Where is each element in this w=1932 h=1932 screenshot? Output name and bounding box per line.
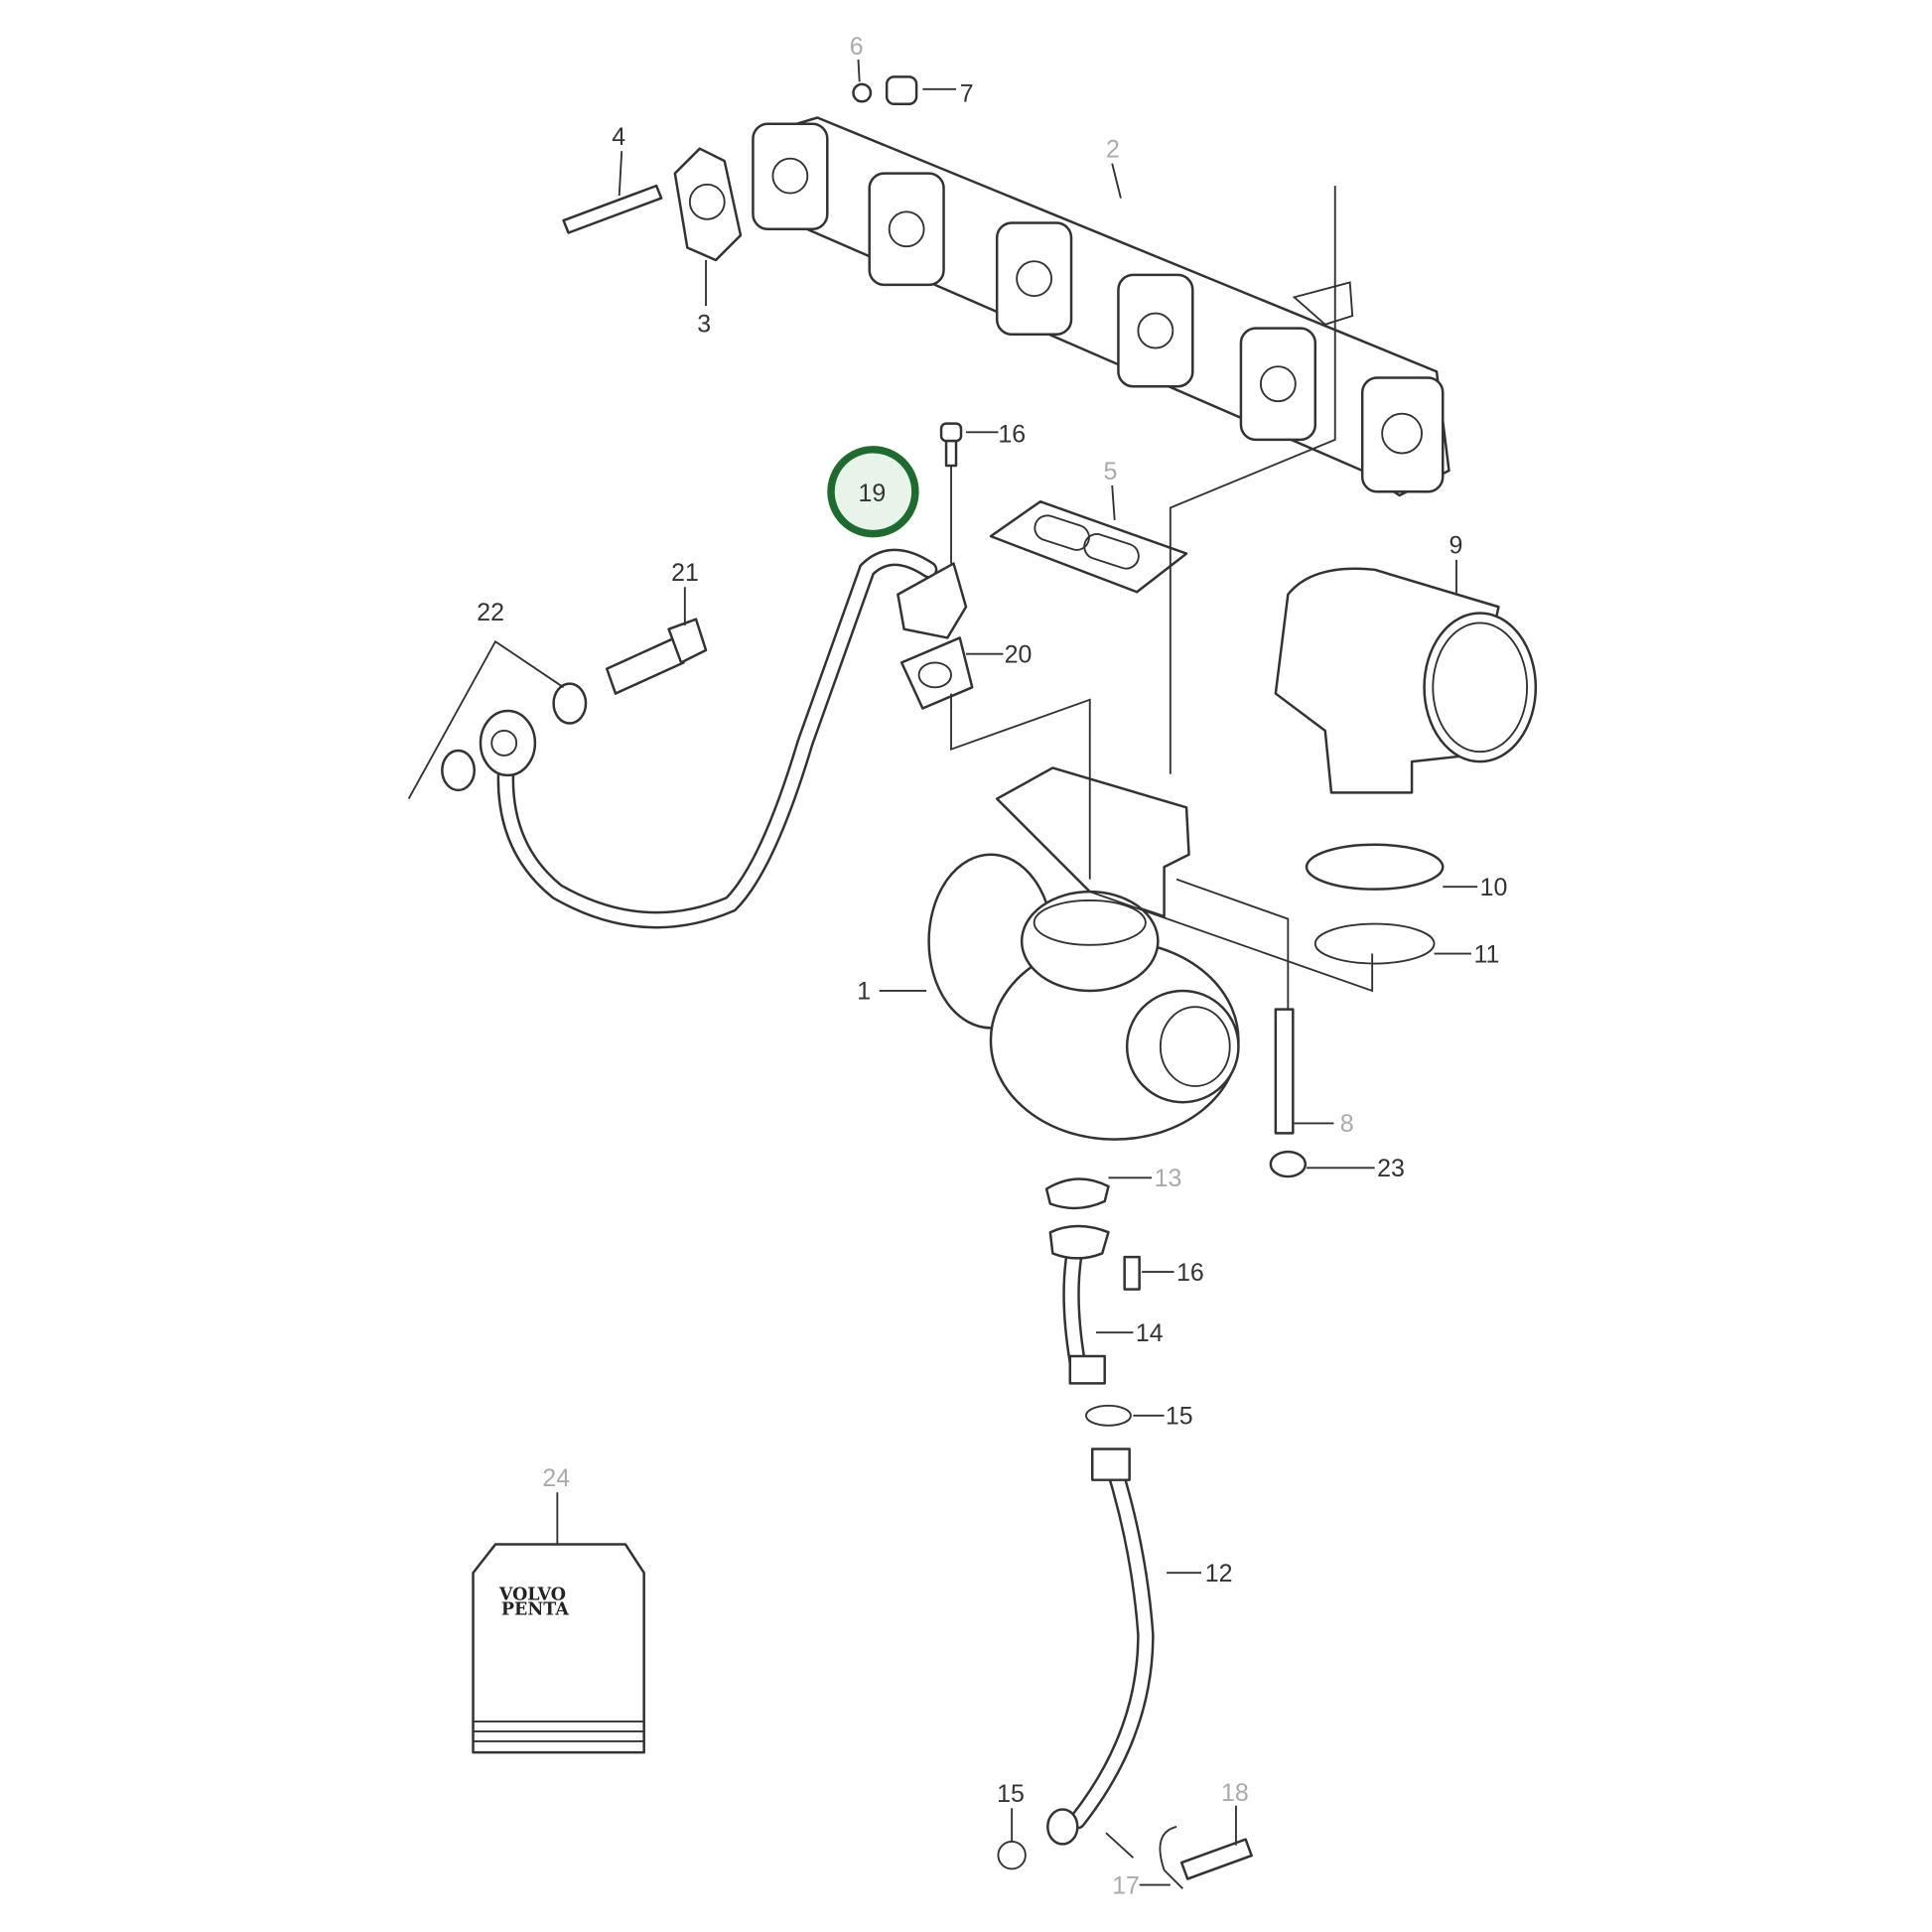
callout-13[interactable]: 13 bbox=[1155, 1165, 1182, 1192]
outlet-elbow-9[interactable] bbox=[1274, 567, 1538, 794]
callout-10[interactable]: 10 bbox=[1480, 874, 1508, 901]
nut-7[interactable] bbox=[885, 75, 918, 106]
volvo-penta-logo: VOLVO bbox=[498, 1586, 566, 1605]
o-ring-15a[interactable] bbox=[1085, 1404, 1132, 1427]
callout-15[interactable]: 15 bbox=[1166, 1403, 1193, 1431]
callout-2[interactable]: 2 bbox=[1106, 135, 1120, 163]
callout-labels: 6 7 4 2 3 16 5 19 21 22 9 20 10 11 1 8 2… bbox=[477, 33, 1507, 1899]
callout-17[interactable]: 17 bbox=[1112, 1871, 1140, 1899]
hose-clamp-10[interactable] bbox=[1305, 843, 1445, 891]
gasket-5[interactable] bbox=[989, 499, 1188, 594]
callout-14[interactable]: 14 bbox=[1136, 1319, 1164, 1347]
clip-17[interactable] bbox=[1159, 1826, 1183, 1890]
callout-8[interactable]: 8 bbox=[1340, 1110, 1354, 1138]
nut-23[interactable] bbox=[1269, 1150, 1308, 1178]
exhaust-manifold[interactable] bbox=[752, 116, 1450, 497]
callout-12[interactable]: 12 bbox=[1205, 1560, 1233, 1587]
o-ring-15b[interactable] bbox=[997, 1841, 1027, 1870]
callout-11[interactable]: 11 bbox=[1473, 940, 1499, 968]
oil-return-pipe-12[interactable] bbox=[1046, 1448, 1155, 1846]
stud-4[interactable] bbox=[562, 184, 663, 234]
callout-4[interactable]: 4 bbox=[612, 123, 625, 151]
callout-16[interactable]: 16 bbox=[998, 420, 1026, 448]
callout-21[interactable]: 21 bbox=[671, 559, 699, 587]
callout-16b[interactable]: 16 bbox=[1176, 1259, 1204, 1287]
bolt-16b[interactable] bbox=[1123, 1255, 1141, 1291]
callout-20[interactable]: 20 bbox=[1005, 640, 1033, 668]
oil-drain-pipe-14[interactable] bbox=[1048, 1224, 1110, 1385]
gasket-20[interactable] bbox=[899, 636, 974, 710]
stud-8[interactable] bbox=[1274, 1008, 1295, 1135]
gasket-3[interactable] bbox=[673, 147, 743, 262]
callout-5[interactable]: 5 bbox=[1103, 458, 1117, 485]
washer-6[interactable] bbox=[852, 82, 873, 103]
o-ring-11[interactable] bbox=[1313, 922, 1436, 965]
highlight-ring-19[interactable] bbox=[827, 446, 919, 538]
callout-7[interactable]: 7 bbox=[960, 79, 974, 107]
gasket-13[interactable] bbox=[1044, 1177, 1110, 1210]
banjo-bolt-21[interactable] bbox=[605, 618, 708, 695]
bolt-18[interactable] bbox=[1179, 1838, 1253, 1880]
callout-22[interactable]: 22 bbox=[477, 599, 504, 626]
callout-1[interactable]: 1 bbox=[857, 978, 871, 1006]
oil-pipe-19[interactable] bbox=[479, 548, 968, 929]
callout-24[interactable]: 24 bbox=[542, 1464, 570, 1492]
callout-6[interactable]: 6 bbox=[850, 33, 864, 61]
leader-lines bbox=[407, 59, 1478, 1886]
callout-9[interactable]: 9 bbox=[1449, 532, 1463, 560]
callout-23[interactable]: 23 bbox=[1377, 1155, 1405, 1182]
callout-18[interactable]: 18 bbox=[1221, 1779, 1249, 1807]
turbocharger[interactable] bbox=[927, 766, 1240, 1141]
bolt-16[interactable] bbox=[939, 422, 963, 564]
gasket-kit-24[interactable]: VOLVO PENTA bbox=[472, 1543, 645, 1754]
callout-19[interactable]: 19 bbox=[858, 480, 886, 507]
callout-3[interactable]: 3 bbox=[697, 310, 711, 338]
volvo-penta-logo-2: PENTA bbox=[501, 1600, 569, 1620]
washer-22a[interactable] bbox=[552, 682, 588, 725]
callout-15b[interactable]: 15 bbox=[997, 1780, 1025, 1808]
washer-22b[interactable] bbox=[441, 749, 477, 792]
